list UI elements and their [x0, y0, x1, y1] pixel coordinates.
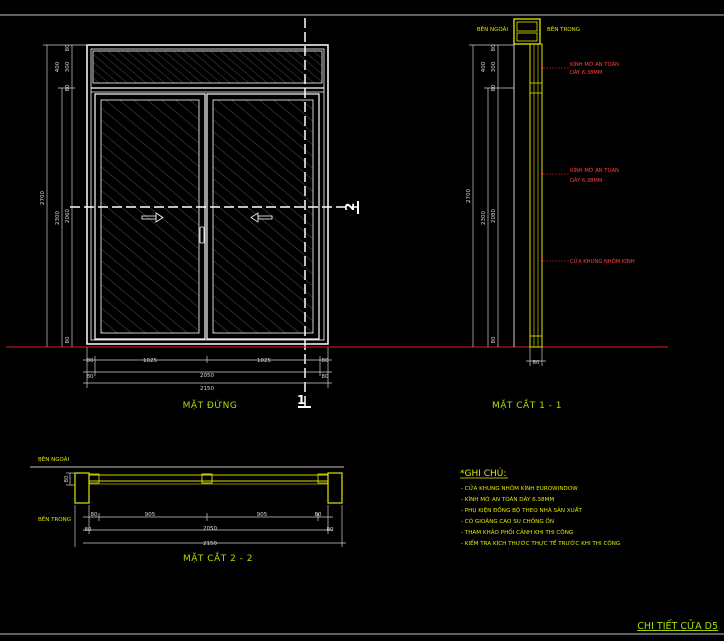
sec1-dim-sub-b: 80 [491, 84, 497, 91]
note-item-3: - PHỤ KIỆN ĐỒNG BỘ THEO NHÀ SẢN XUẤT [461, 505, 583, 514]
section-1-1-view: BÊN NGOÀI BÊN TRONG KÍNH MỜ AN TOÀN DÀY … [466, 18, 635, 411]
section1-label-inside: BÊN TRONG [547, 25, 580, 33]
sec2-dim-r2-c: 80 [327, 527, 334, 533]
sec2-dim-r1-c: 905 [257, 512, 268, 518]
section2-dimension-lines [66, 472, 346, 547]
sec2-dim-r3: 2150 [203, 541, 217, 547]
section1-note-b2: DÀY 6.38MM [570, 177, 602, 184]
sec2-dim-r1-d: 80 [315, 512, 322, 518]
elev-dim-sub-d: 2060 [65, 209, 71, 223]
section2-stile-left [88, 473, 100, 484]
section1-head-inner-b [516, 32, 538, 42]
note-item-4: - CÓ GIOĂNG CAO SU CHỐNG ỒN [461, 516, 554, 525]
door-handle [199, 226, 205, 244]
section1-note-c: CỬA KHUNG NHÔM KÍNH [570, 257, 635, 265]
sec1-dim-bottom: 80 [533, 360, 540, 366]
right-sliding-panel [206, 93, 320, 340]
right-panel-glass [212, 99, 314, 334]
elev-dim-sub-b: 80 [65, 84, 71, 91]
elevation-title: MẶT ĐỨNG [183, 399, 238, 411]
section2-right-jamb [327, 472, 343, 504]
left-sliding-panel [94, 93, 206, 340]
elevation-left-dimension-lines [43, 44, 88, 348]
left-panel-glass [100, 99, 200, 334]
sec1-dim-sub-c: 80 [491, 44, 497, 51]
section-2-2-view: BÊN NGOÀI BÊN TRONG 80 80 905 905 [30, 455, 346, 564]
callout-dot-a [540, 66, 544, 70]
section1-label-outside: BÊN NGOÀI [477, 25, 508, 33]
elev-dim-overall: 2700 [40, 191, 46, 205]
section-mark-1: 1 [297, 393, 305, 407]
elev-dim-top: 400 [55, 61, 61, 72]
sec1-dim-top: 400 [481, 61, 487, 72]
note-item-1: - CỬA KHUNG NHÔM KÍNH EUROWINDOW [461, 484, 578, 492]
elev-dim-mid: 2300 [55, 211, 61, 225]
section2-stile-right [317, 473, 329, 484]
callout-dot-b [540, 172, 544, 176]
transom-glass [92, 50, 323, 84]
sec2-dim-r2-b: 2050 [203, 526, 217, 532]
elev-bdim-r3: 2150 [200, 386, 214, 392]
sec2-dim-left: 80 [64, 475, 70, 482]
elev-bdim-r1-d: 80 [322, 358, 329, 364]
section2-sash-outer [88, 474, 329, 482]
section2-label-outside: BÊN NGOÀI [38, 455, 69, 463]
section1-dimension-lines [469, 44, 546, 366]
notes-heading: *GHI CHÚ: [460, 467, 506, 479]
section1-transom-bar [529, 82, 543, 94]
section1-frame-profile [529, 43, 543, 348]
sec1-dim-sub-d: 2080 [491, 209, 497, 223]
section1-note-a: KÍNH MỜ AN TOÀN [570, 61, 619, 68]
sec2-dim-r2-a: 80 [85, 527, 92, 533]
elev-bdim-r1-a: 80 [87, 358, 94, 364]
elevation-bottom-dimension-lines [83, 347, 332, 388]
slide-arrow-right [141, 212, 164, 223]
elev-bdim-r1-b: 1025 [143, 358, 157, 364]
elev-dim-sub-e: 80 [65, 336, 71, 343]
sec1-dim-overall: 2700 [466, 189, 472, 203]
section1-note-b: KÍNH MỜ AN TOÀN [570, 167, 619, 174]
section2-meeting-stile [201, 473, 213, 484]
elev-bdim-r2-a: 80 [87, 374, 94, 380]
elev-bdim-r2-c: 80 [322, 374, 329, 380]
section1-title: MẶT CẮT 1 - 1 [492, 398, 562, 411]
door-inner-frame [90, 48, 325, 341]
slide-arrow-left [250, 212, 273, 223]
section1-sill [529, 335, 543, 348]
section1-head-inner-a [516, 21, 538, 32]
elevation-view: 2 1 2700 2300 400 300 80 80 2060 80 [40, 18, 359, 411]
elev-bdim-r2-b: 2050 [200, 373, 214, 379]
sec2-dim-r1-b: 905 [145, 512, 156, 518]
elev-dim-sub-a: 300 [65, 61, 71, 72]
note-item-6: - KIỂM TRA KÍCH THƯỚC THỰC TẾ TRƯỚC KHI … [461, 539, 620, 547]
note-item-2: - KÍNH MỜ AN TOÀN DÀY 6.38MM [461, 496, 554, 503]
notes-block: *GHI CHÚ: - CỬA KHUNG NHÔM KÍNH EUROWIND… [460, 467, 620, 547]
sec1-dim-sub-e: 80 [491, 336, 497, 343]
section2-label-inside: BÊN TRONG [38, 515, 71, 523]
sec2-dim-r1-a: 80 [91, 512, 98, 518]
elev-bdim-r1-c: 1025 [257, 358, 271, 364]
sec1-dim-mid: 2300 [481, 211, 487, 225]
note-item-5: - THAM KHẢO PHỐI CẢNH KHI THI CÔNG [461, 528, 573, 536]
door-outer-frame [86, 44, 329, 345]
elev-dim-sub-c: 80 [65, 44, 71, 51]
callout-dot-c [540, 259, 544, 263]
section2-left-jamb [74, 472, 90, 504]
sec1-dim-sub-a: 300 [491, 61, 497, 72]
section1-note-a2: DÀY 6.38MM [570, 69, 602, 76]
section-mark-2: 2 [343, 203, 357, 211]
section2-sash-inner [88, 480, 329, 485]
section1-head-profile [513, 18, 541, 45]
sheet-title: CHI TIẾT CỬA D5 [637, 620, 718, 632]
section2-title: MẶT CẮT 2 - 2 [183, 551, 253, 564]
